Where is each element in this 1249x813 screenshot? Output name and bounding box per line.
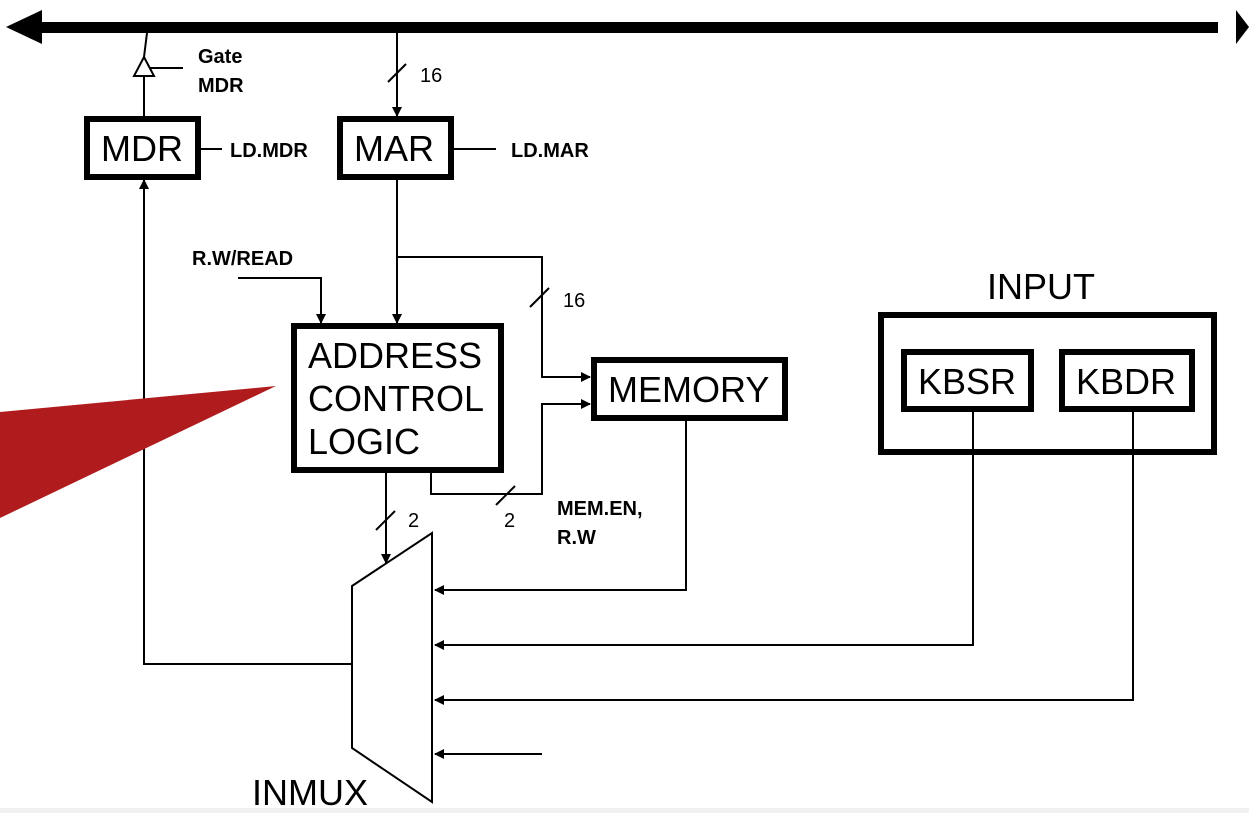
kbdr-label: KBDR xyxy=(1076,361,1176,402)
mar-register xyxy=(337,116,454,180)
bus-line xyxy=(38,22,1218,33)
address-control-logic-block xyxy=(291,323,504,473)
mem-en-label-1: MEM.EN, xyxy=(557,498,643,520)
bus-left-arrowhead xyxy=(6,10,42,44)
ld-mar-label: LD.MAR xyxy=(511,140,589,162)
kbdr-to-inmux-wire xyxy=(434,412,1134,705)
acl-to-memory-wire xyxy=(430,399,591,495)
kbsr-register xyxy=(901,349,1034,412)
mar-memory-width-slash xyxy=(529,287,550,308)
rw-read-wire xyxy=(238,277,326,324)
bus-width-slash xyxy=(387,63,407,83)
mar-label: MAR xyxy=(354,128,434,169)
inmux-block xyxy=(351,531,433,804)
red-pointer-shape xyxy=(0,386,276,518)
mar-to-memory-wire xyxy=(397,256,591,382)
rw-read-label: R.W/READ xyxy=(192,248,293,270)
mdr-label: MDR xyxy=(101,128,183,169)
inmux-label: INMUX xyxy=(252,772,368,813)
gate-mdr-label-1: Gate xyxy=(198,46,242,68)
system-bus xyxy=(6,10,1249,44)
acl-label-1: ADDRESS xyxy=(308,335,482,376)
bus-right-arrowhead xyxy=(1236,10,1249,44)
memory-block xyxy=(591,357,788,421)
mem-en-label-2: R.W xyxy=(557,527,596,549)
kbdr-register xyxy=(1059,349,1195,412)
acl-memory-width-slash xyxy=(495,485,516,506)
memory-to-inmux-wire xyxy=(434,421,687,595)
inmux-to-mdr-wire xyxy=(139,179,352,665)
ld-mdr-label: LD.MDR xyxy=(230,140,308,162)
kbsr-label: KBSR xyxy=(918,361,1016,402)
acl-inmux-width-slash xyxy=(375,510,396,531)
kbsr-to-inmux-wire xyxy=(434,412,974,650)
mar-to-memory-width: 16 xyxy=(563,290,585,312)
acl-label-2: CONTROL xyxy=(308,378,484,419)
gate-mdr-buffer xyxy=(132,32,183,120)
acl-to-memory-width: 2 xyxy=(504,510,515,532)
bus-to-mar-width: 16 xyxy=(420,65,442,87)
acl-label-3: LOGIC xyxy=(308,421,420,462)
memory-label: MEMORY xyxy=(608,369,769,410)
footer-strip xyxy=(0,808,1249,813)
gate-mdr-label-2: MDR xyxy=(198,75,244,97)
acl-to-inmux-width: 2 xyxy=(408,510,419,532)
input-group-label: INPUT xyxy=(987,266,1095,307)
mdr-register xyxy=(84,116,201,180)
